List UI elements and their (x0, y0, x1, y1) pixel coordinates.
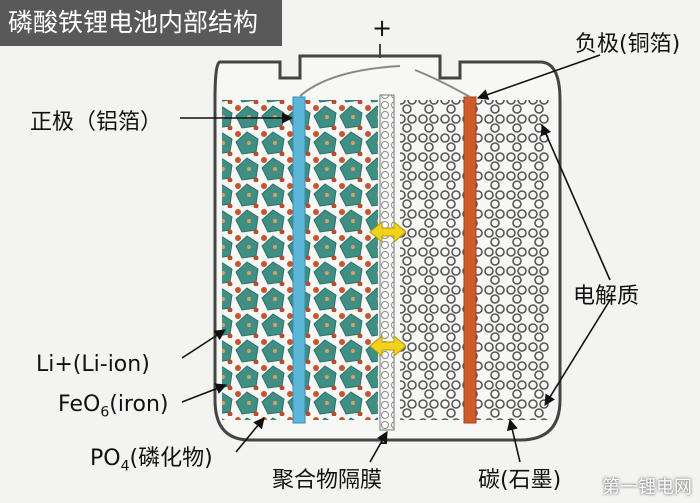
label-positive-electrode: 正极（铝箔） (30, 110, 163, 135)
leader-carbon (506, 418, 521, 463)
minus-sign: - (380, 430, 388, 455)
aluminum-foil (292, 96, 306, 424)
label-separator: 聚合物隔膜 (272, 468, 383, 493)
negative-wire (414, 69, 471, 98)
label-electrolyte: 电解质 (573, 284, 640, 309)
leader-electrolyte-2 (544, 299, 611, 406)
leader-feo6 (181, 383, 228, 403)
label-po4: PO4(磷化物) (90, 446, 213, 475)
leader-po4 (235, 417, 265, 453)
label-negative-electrode: 负极(铜箔) (575, 32, 681, 57)
polymer-separator (379, 94, 395, 431)
leader-li-ion (181, 329, 226, 359)
label-carbon: 碳(石墨) (478, 468, 562, 493)
label-li-ion: Li+(Li-ion) (36, 352, 150, 377)
leader-separator (369, 431, 388, 463)
copper-foil (463, 96, 477, 424)
plus-sign: + (372, 14, 393, 42)
label-feo6: FeO6(iron) (58, 392, 169, 421)
leader-electrolyte-1 (540, 123, 611, 281)
positive-wire (299, 65, 401, 97)
ion-flow-arrow-lower (369, 334, 407, 358)
watermark: 第一锂电网 (602, 477, 692, 498)
ion-flow-arrow-upper (369, 220, 407, 244)
leader-negative (476, 54, 601, 100)
diagram-title: 磷酸铁锂电池内部结构 (0, 0, 282, 46)
